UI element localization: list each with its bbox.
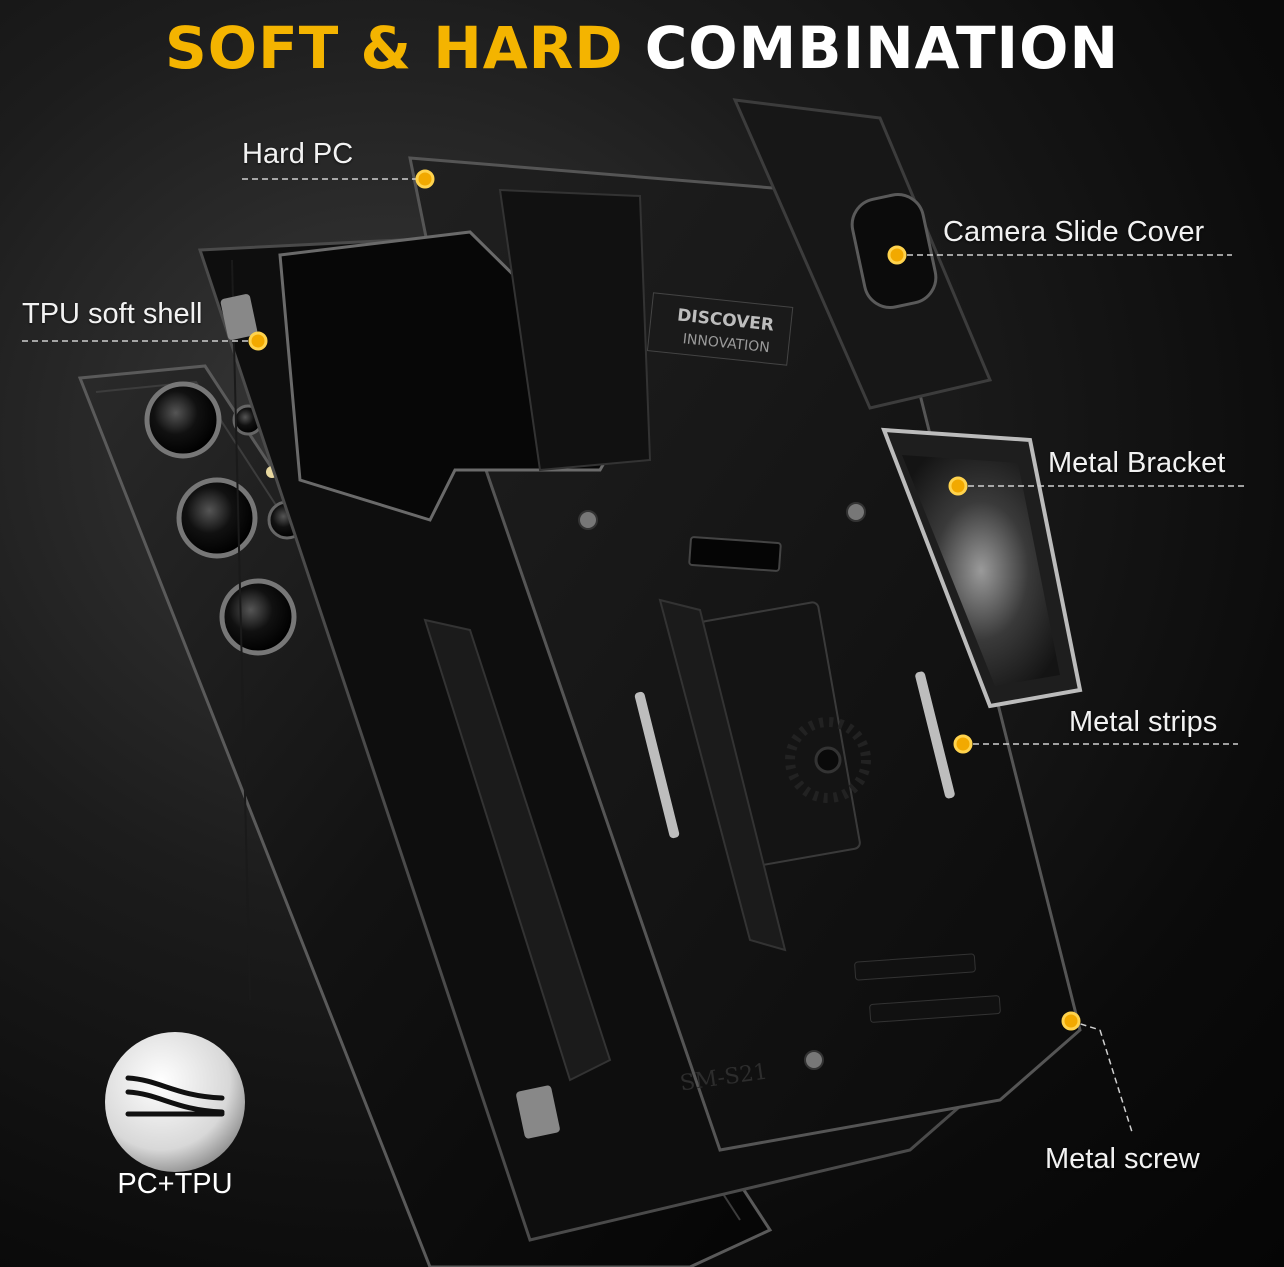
marker-dot-hard-pc <box>415 169 435 189</box>
callout-camera-slide-cover: Camera Slide Cover <box>943 216 1205 248</box>
marker-dot-camera-cover <box>887 245 907 265</box>
marker-dot-tpu <box>248 331 268 351</box>
layered-material-icon <box>125 1075 225 1117</box>
callout-metal-bracket: Metal Bracket <box>1048 447 1226 479</box>
callout-tpu-soft-shell: TPU soft shell <box>22 298 203 330</box>
material-badge <box>105 1032 245 1172</box>
marker-dot-strips <box>953 734 973 754</box>
callout-metal-strips: Metal strips <box>1069 706 1218 738</box>
marker-dot-screw <box>1061 1011 1081 1031</box>
metal-bracket-part <box>881 427 1083 709</box>
headline-rest: COMBINATION <box>644 14 1119 82</box>
callout-lines <box>22 178 1247 1133</box>
headline: SOFT & HARD COMBINATION <box>0 14 1284 82</box>
material-badge-label: PC+TPU <box>117 1168 233 1200</box>
marker-dot-bracket <box>948 476 968 496</box>
hard-pc-case: DISCOVER INNOVATION SM-S21 <box>278 156 1082 1152</box>
callout-metal-screw: Metal screw <box>1045 1143 1200 1175</box>
callout-hard-pc: Hard PC <box>242 138 354 170</box>
callout-markers <box>248 169 1081 1031</box>
headline-highlight: SOFT & HARD <box>165 14 624 82</box>
